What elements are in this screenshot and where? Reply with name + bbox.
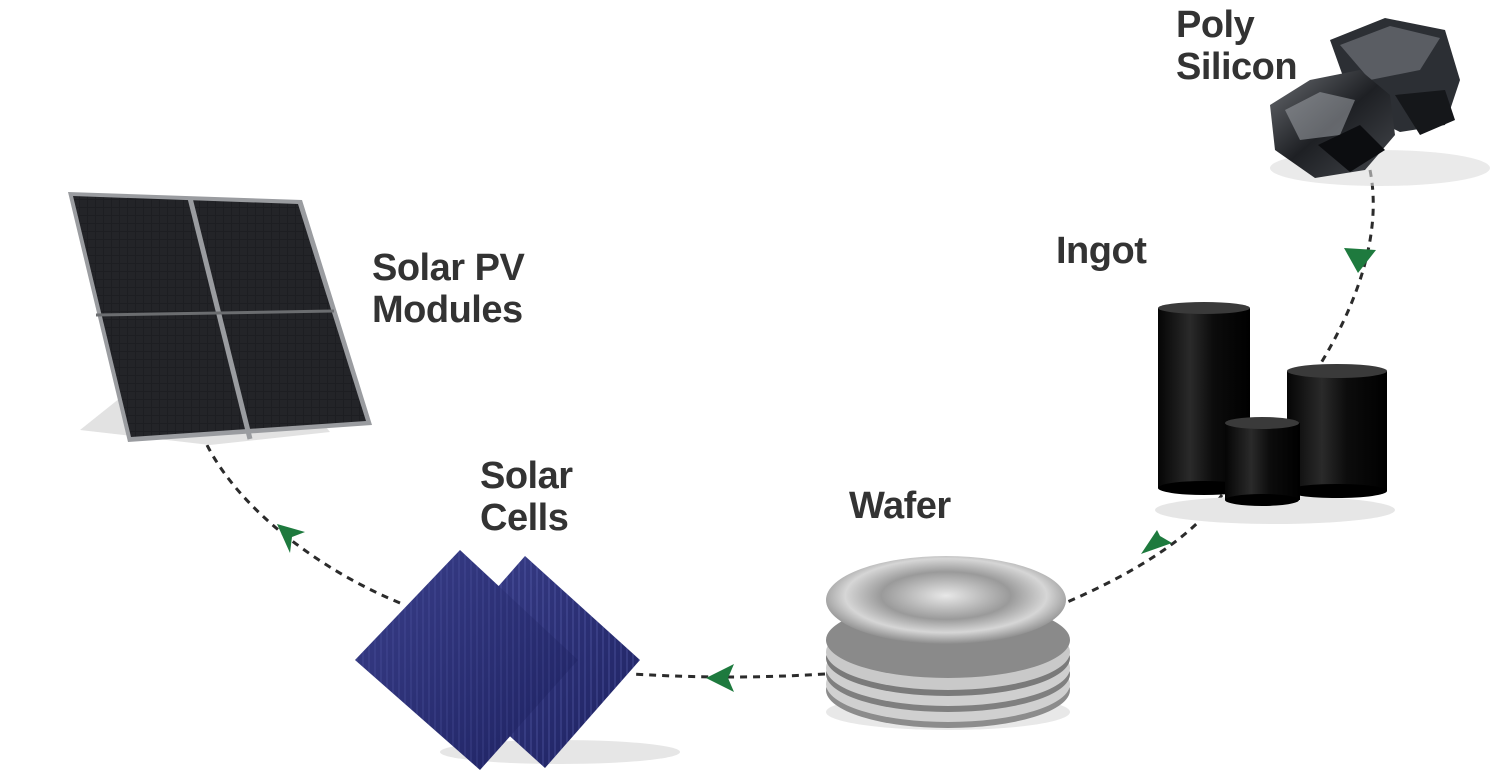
polysilicon-rock-icon xyxy=(1270,18,1490,186)
label-line: Ingot xyxy=(1056,230,1147,272)
wafer-stack-icon xyxy=(826,556,1070,730)
label-line: Modules xyxy=(372,289,523,331)
label-wafer: Wafer xyxy=(849,485,951,527)
label-line: Poly xyxy=(1176,4,1255,46)
connector-wafer-to-cells xyxy=(631,672,826,679)
label-solar-cells: Solar Cells xyxy=(480,455,573,539)
label-poly-silicon: Poly Silicon xyxy=(1176,4,1298,88)
ingot-cylinders-icon xyxy=(1155,302,1395,524)
arrow-left-icon xyxy=(1141,530,1172,554)
label-ingot: Ingot xyxy=(1056,230,1147,272)
label-solar-pv-modules: Solar PV Modules xyxy=(372,247,525,331)
arrow-left-icon xyxy=(706,664,734,692)
solar-panel-icon xyxy=(68,192,372,445)
arrow-up-icon xyxy=(277,524,305,553)
label-line: Solar xyxy=(480,455,573,497)
solar-cell-icon xyxy=(355,550,680,770)
label-line: Solar PV xyxy=(372,247,525,289)
connector-poly-to-ingot xyxy=(1316,169,1375,369)
arrow-heads xyxy=(277,248,1376,692)
label-line: Cells xyxy=(480,497,569,539)
connector-cells-to-modules xyxy=(205,444,401,605)
arrow-down-icon xyxy=(1344,248,1376,273)
label-line: Silicon xyxy=(1176,46,1298,88)
label-line: Wafer xyxy=(849,485,951,527)
